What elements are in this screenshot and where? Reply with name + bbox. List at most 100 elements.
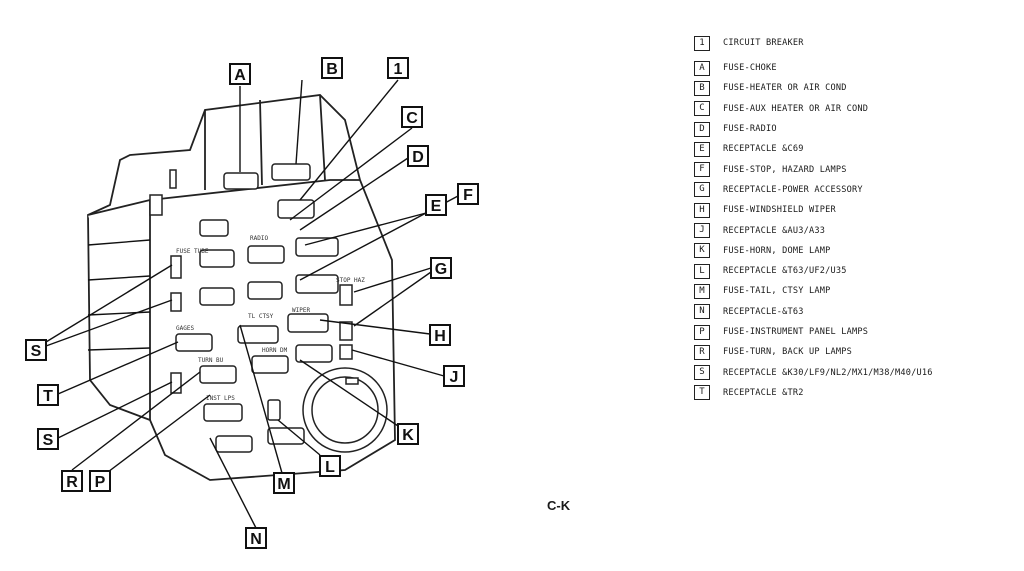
callout-M: M [273, 472, 295, 494]
label-horn-dm: HORN DM [262, 347, 288, 354]
legend-item: D FUSE-RADIO [694, 119, 1014, 139]
callout-N: N [245, 527, 267, 549]
svg-text:C: C [406, 110, 418, 127]
callout-P: P [89, 470, 111, 492]
callout-S-upper: S [25, 339, 47, 361]
legend-text: FUSE-AUX HEATER OR AIR COND [723, 103, 869, 114]
svg-text:P: P [95, 474, 106, 491]
legend-key: S [694, 365, 710, 381]
callout-F: F [457, 183, 479, 205]
svg-text:F: F [463, 187, 473, 204]
svg-text:D: D [412, 149, 424, 166]
svg-text:R: R [66, 474, 78, 491]
callout-K: K [397, 423, 419, 445]
legend-text: RECEPTACLE &K30/LF9/NL2/MX1/M38/M40/U16 [723, 367, 933, 378]
label-fuse-tube: FUSE TUBE [176, 248, 209, 255]
legend-key: G [694, 182, 710, 198]
svg-text:S: S [31, 343, 42, 360]
svg-text:E: E [431, 198, 442, 215]
legend-text: CIRCUIT BREAKER [723, 38, 804, 48]
svg-text:J: J [450, 369, 459, 386]
legend-item: G RECEPTACLE-POWER ACCESSORY [694, 180, 1014, 200]
callouts: A B 1 C D E F G H J K L M N P R S S T [25, 57, 479, 549]
legend-key: E [694, 141, 710, 157]
svg-text:B: B [326, 61, 338, 78]
legend-item: L RECEPTACLE &T63/UF2/U35 [694, 261, 1014, 281]
legend-text: RECEPTACLE &C69 [723, 144, 804, 155]
legend-text: RECEPTACLE-POWER ACCESSORY [723, 184, 863, 195]
callout-T: T [37, 384, 59, 406]
legend-key: J [694, 223, 710, 239]
legend-item: M FUSE-TAIL, CTSY LAMP [694, 281, 1014, 301]
callout-1: 1 [387, 57, 409, 79]
svg-text:K: K [402, 427, 414, 444]
legend-text: FUSE-HORN, DOME LAMP [723, 245, 831, 256]
legend-item: F FUSE-STOP, HAZARD LAMPS [694, 159, 1014, 179]
legend-text: FUSE-CHOKE [723, 63, 777, 74]
label-tl-ctsy: TL CTSY [248, 313, 274, 320]
legend-key: K [694, 243, 710, 259]
legend-text: FUSE-STOP, HAZARD LAMPS [723, 164, 847, 175]
callout-E: E [425, 194, 447, 216]
fuse-block-diagram: FUSE TUBE TL CTSY WIPER GAGES TURN BU HO… [25, 57, 479, 549]
legend-text: FUSE-INSTRUMENT PANEL LAMPS [723, 327, 869, 337]
svg-text:1: 1 [394, 61, 403, 78]
callout-J: J [443, 365, 465, 387]
svg-text:S: S [43, 432, 54, 449]
legend-key: D [694, 121, 710, 137]
legend-text: FUSE-HEATER OR AIR COND [723, 83, 847, 94]
svg-text:H: H [434, 328, 446, 345]
svg-text:M: M [277, 476, 290, 493]
center-fuse-grid [175, 237, 339, 453]
legend-item: J RECEPTACLE &AU3/A33 [694, 220, 1014, 240]
callout-R: R [61, 470, 83, 492]
legend-key: N [694, 304, 710, 320]
legend-text: FUSE-WINDSHIELD WIPER [723, 205, 836, 216]
legend-item: K FUSE-HORN, DOME LAMP [694, 241, 1014, 261]
legend-text: FUSE-TURN, BACK UP LAMPS [723, 347, 852, 358]
svg-text:T: T [43, 388, 53, 405]
callout-B: B [321, 57, 343, 79]
legend-text: FUSE-TAIL, CTSY LAMP [723, 286, 831, 297]
legend-text: RECEPTACLE &TR2 [723, 387, 804, 398]
legend-key: F [694, 162, 710, 178]
label-gages: GAGES [176, 325, 194, 332]
legend-text: RECEPTACLE-&T63 [723, 306, 804, 317]
legend-item: C FUSE-AUX HEATER OR AIR COND [694, 99, 1014, 119]
callout-L: L [319, 455, 341, 477]
label-inst-lps: INST LPS [206, 395, 235, 402]
callout-C: C [401, 106, 423, 128]
legend-key: T [694, 385, 710, 401]
legend-item: 1 CIRCUIT BREAKER [694, 28, 1014, 58]
legend-text: RECEPTACLE &AU3/A33 [723, 225, 826, 236]
legend-key: P [694, 324, 710, 340]
legend-text: RECEPTACLE &T63/UF2/U35 [723, 266, 847, 277]
legend-item: R FUSE-TURN, BACK UP LAMPS [694, 342, 1014, 362]
legend-key: C [694, 101, 710, 117]
legend-text: FUSE-RADIO [723, 124, 777, 135]
legend-item: S RECEPTACLE &K30/LF9/NL2/MX1/M38/M40/U16 [694, 362, 1014, 382]
block-labels: FUSE TUBE TL CTSY WIPER GAGES TURN BU HO… [176, 235, 365, 402]
callout-A: A [229, 63, 251, 85]
legend-key: 1 [694, 35, 710, 51]
legend-item: P FUSE-INSTRUMENT PANEL LAMPS [694, 322, 1014, 342]
callout-S-lower: S [37, 428, 59, 450]
svg-text:G: G [435, 261, 447, 278]
legend-key: R [694, 344, 710, 360]
legend-key: L [694, 263, 710, 279]
legend-key: A [694, 60, 710, 76]
legend-item: T RECEPTACLE &TR2 [694, 383, 1014, 403]
svg-text:N: N [250, 531, 262, 548]
callout-G: G [430, 257, 452, 279]
svg-text:L: L [325, 459, 335, 476]
label-turn-bu: TURN BU [198, 357, 224, 364]
label-radio: RADIO [250, 235, 268, 242]
legend-key: M [694, 283, 710, 299]
legend-item: E RECEPTACLE &C69 [694, 139, 1014, 159]
svg-text:A: A [234, 67, 246, 84]
callout-H: H [429, 324, 451, 346]
top-fuse-slots [199, 163, 315, 237]
